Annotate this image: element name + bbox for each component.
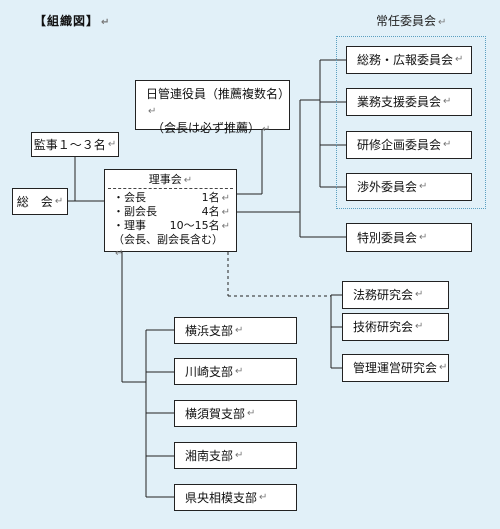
branch-label: 川崎支部 [185,364,234,379]
board-row-directors: ・理事 10～15名↵ [113,219,230,233]
paragraph-mark: ↵ [247,407,256,419]
board-row-label: ・副会長 [113,205,157,218]
paragraph-mark: ↵ [438,17,447,28]
research-group-technical: 技術研究会↵ [342,313,449,341]
board-row-label: ・理事 [113,219,146,232]
paragraph-mark: ↵ [148,106,157,117]
board-row-label: ・会長 [113,191,146,204]
paragraph-mark: ↵ [101,17,111,28]
committee-general-affairs: 総務・広報委員会↵ [346,46,472,74]
committee-label: 総務・広報委員会 [357,53,454,67]
board-row-vice-chair: ・副会長 4名↵ [113,205,230,219]
committee-external-affairs: 渉外委員会↵ [346,173,472,201]
branch-label: 横浜支部 [185,323,234,338]
special-committee-box: 特別委員会↵ [346,223,472,252]
board-row-count: 4名 [201,205,220,218]
committee-business-support: 業務支援委員会↵ [346,88,472,116]
committee-label: 研修企画委員会 [357,138,442,152]
standing-committees-caption: 常任委員会↵ [376,12,446,29]
research-group-management: 管理運営研究会↵ [342,354,449,382]
paragraph-mark: ↵ [415,289,424,300]
paragraph-mark: ↵ [221,193,230,204]
branch-shonan: 湘南支部↵ [174,442,297,469]
paragraph-mark: ↵ [235,324,244,336]
auditors-label: 監事１～３名 [33,137,106,152]
nichikanren-officers-box: 日管連役員（推薦複数名）↵ （会長は必ず推薦）↵ [135,80,291,135]
research-group-label: 管理運営研究会 [353,361,438,375]
branch-label: 県央相模支部 [185,490,258,505]
board-row-chair: ・会長 1名↵ [113,191,230,205]
special-committee-label: 特別委員会 [357,230,418,245]
branch-yokosuka: 横須賀支部↵ [174,400,297,427]
page-title-text: 【組織図】 [34,14,100,28]
paragraph-mark: ↵ [419,231,428,243]
paragraph-mark: ↵ [235,449,244,461]
branch-label: 湘南支部 [185,448,234,463]
standing-committees-frame [336,36,486,209]
paragraph-mark: ↵ [419,181,428,192]
board-note: （会長、副会長含む） ↵ [113,233,230,260]
paragraph-mark: ↵ [183,175,193,186]
paragraph-mark: ↵ [107,138,117,150]
paragraph-mark: ↵ [443,139,452,150]
general-meeting-label: 総 会 [16,194,53,209]
research-group-label: 法務研究会 [353,288,414,302]
committee-label: 業務支援委員会 [357,95,442,109]
paragraph-mark: ↵ [54,195,64,207]
paragraph-mark: ↵ [259,491,268,503]
board-row-count: 10～15名 [169,219,220,232]
research-group-label: 技術研究会 [353,320,414,334]
paragraph-mark: ↵ [115,248,124,259]
branch-kawasaki: 川崎支部↵ [174,358,297,385]
research-group-legal: 法務研究会↵ [342,281,449,309]
nichikanren-line1: 日管連役員（推薦複数名） [146,87,291,101]
branch-label: 横須賀支部 [185,406,246,421]
branch-yokohama: 横浜支部↵ [174,317,297,344]
branch-kenou-sagami: 県央相模支部↵ [174,484,297,511]
page-title: 【組織図】↵ [34,12,110,29]
paragraph-mark: ↵ [221,207,230,218]
board-box: 理事会↵ ・会長 1名↵ ・副会長 4名↵ ・理事 10～15名↵ （会長、副会… [104,169,237,259]
nichikanren-line2: （会長は必ず推薦） [152,121,261,135]
standing-committees-caption-text: 常任委員会 [376,14,437,28]
board-row-count: 1名 [201,191,220,204]
board-note-text: （会長、副会長含む） [113,233,223,246]
general-meeting-box: 総 会↵ [12,188,68,215]
committee-label: 渉外委員会 [357,180,418,194]
paragraph-mark: ↵ [439,362,448,373]
paragraph-mark: ↵ [455,54,464,65]
auditors-box: 監事１～３名↵ [31,132,119,157]
paragraph-mark: ↵ [221,221,230,232]
committee-training: 研修企画委員会↵ [346,131,472,159]
board-title-text: 理事会 [148,173,182,186]
board-title: 理事会↵ [108,170,233,189]
paragraph-mark: ↵ [415,321,424,332]
paragraph-mark: ↵ [262,124,271,135]
paragraph-mark: ↵ [235,365,244,377]
paragraph-mark: ↵ [443,96,452,107]
